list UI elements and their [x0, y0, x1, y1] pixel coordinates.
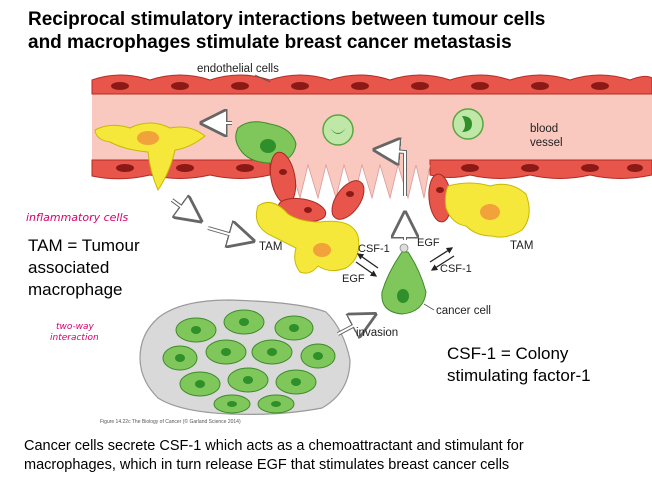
- caption-line-1: Cancer cells secrete CSF-1 which acts as…: [24, 438, 524, 454]
- annotation-inflammatory-cells: inflammatory cells: [26, 211, 129, 224]
- label-blood: blood: [530, 123, 558, 135]
- definition-tam-line-1: TAM = Tumour: [28, 236, 140, 255]
- label-egf-left: EGF: [342, 273, 365, 285]
- label-invasion: invasion: [356, 327, 398, 339]
- definition-tam-line-3: macrophage: [28, 280, 123, 299]
- signal-arrows: [355, 247, 455, 277]
- definition-tam-line-2: associated: [28, 258, 110, 277]
- label-endothelial-cells: endothelial cells: [197, 63, 279, 75]
- vessel-wall-gap: [289, 163, 431, 200]
- blood-vessel: [92, 85, 652, 165]
- definition-csf1-line-1: CSF-1 = Colony: [447, 344, 569, 363]
- label-csf1-right: CSF-1: [440, 263, 472, 275]
- label-cancer-cell: cancer cell: [436, 305, 491, 317]
- tam-left: [255, 201, 360, 274]
- caption-line-2: macrophages, which in turn release EGF t…: [24, 457, 510, 473]
- definition-csf1-line-2: stimulating factor-1: [447, 366, 591, 385]
- annotation-two-way: two-way: [56, 322, 94, 332]
- caption: Cancer cells secrete CSF-1 which acts as…: [24, 437, 644, 475]
- endothelial-top-row: [91, 74, 652, 95]
- cancer-cell: [381, 251, 427, 315]
- label-tam-right: TAM: [510, 240, 533, 252]
- definition-csf1: CSF-1 = Colony stimulating factor-1: [447, 343, 591, 387]
- macrophage-in-vessel: [94, 122, 206, 192]
- title-line-2: and macrophages stimulate breast cancer …: [28, 32, 512, 53]
- slide-title: Reciprocal stimulatory interactions betw…: [28, 8, 648, 54]
- figure-credit: Figure 14.22c The Biology of Cancer (© G…: [100, 419, 241, 425]
- definition-tam: TAM = Tumour associated macrophage: [28, 235, 140, 301]
- endothelial-bottom-row: [91, 159, 652, 180]
- title-line-1: Reciprocal stimulatory interactions betw…: [28, 9, 546, 30]
- label-vessel: vessel: [530, 137, 563, 149]
- label-egf-right: EGF: [417, 237, 440, 249]
- label-tam-left: TAM: [259, 241, 282, 253]
- tumour-cells: [162, 309, 336, 414]
- annotation-interaction: interaction: [50, 333, 99, 343]
- migration-arrows-inner: [171, 122, 406, 335]
- circulating-cell-1: [322, 114, 354, 146]
- label-csf1-left: CSF-1: [358, 243, 390, 255]
